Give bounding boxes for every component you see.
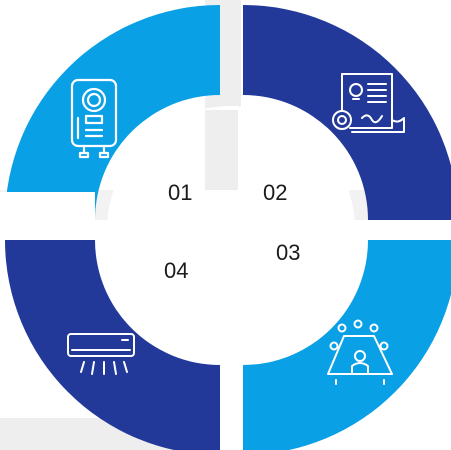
segment-04	[5, 240, 220, 450]
segment-number-03: 03	[276, 240, 301, 265]
water-heater-icon	[70, 78, 118, 159]
center-gray-block	[205, 110, 238, 190]
conference-meeting-icon	[327, 319, 393, 385]
center-mask	[238, 186, 248, 231]
air-conditioner-icon	[67, 333, 135, 375]
separator-left-mask	[0, 192, 95, 228]
patent-certificate-icon	[332, 73, 405, 133]
segment-01	[5, 5, 220, 220]
center-circle	[107, 106, 355, 354]
segment-number-02: 02	[263, 180, 288, 205]
segment-number-04: 04	[164, 258, 189, 283]
segment-03	[243, 240, 451, 450]
segment-number-01: 01	[168, 180, 193, 205]
